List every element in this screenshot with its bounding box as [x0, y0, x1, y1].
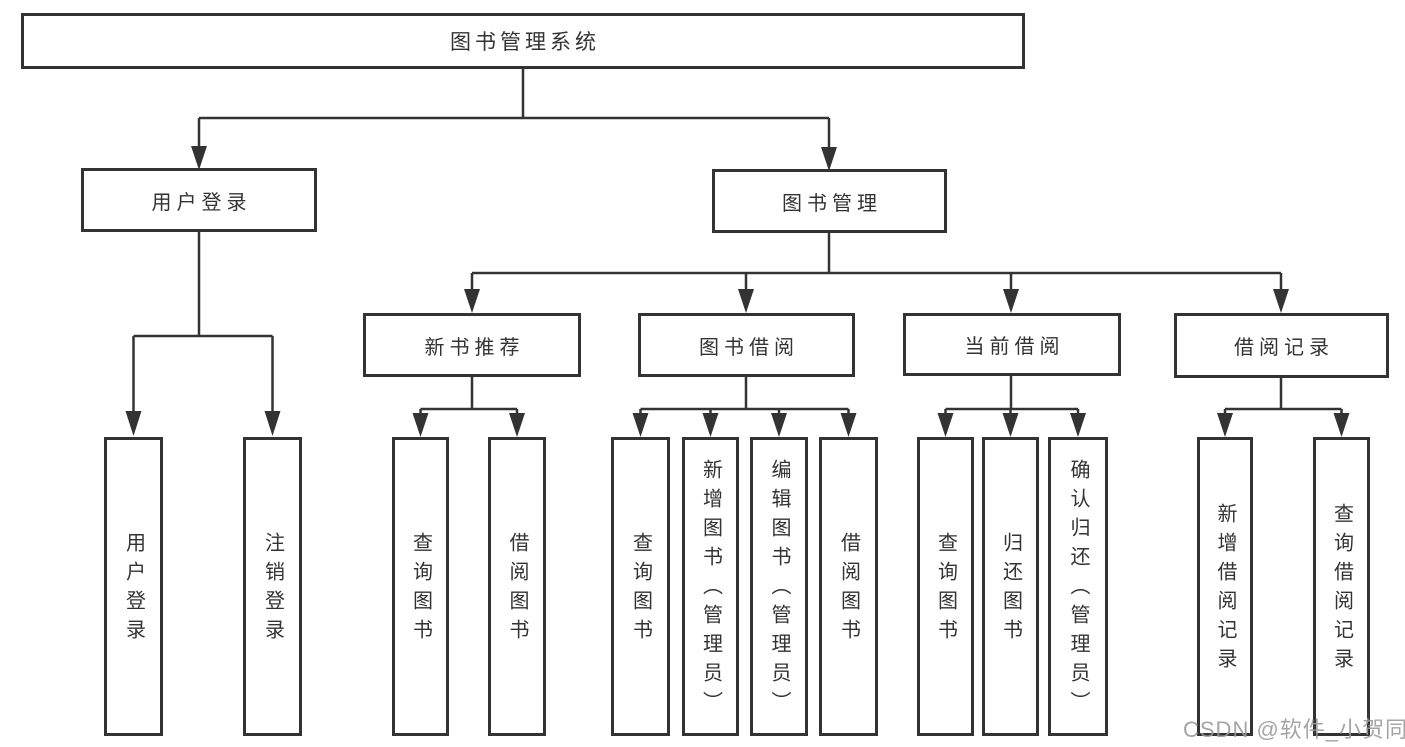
node-user-login: 用户登录: [81, 168, 317, 232]
leaf-query-books-recommend: 查询图书: [392, 437, 449, 736]
leaf-user-login: 用户登录: [104, 437, 163, 736]
leaf-return-books: 归还图书: [982, 437, 1039, 736]
node-new-book-recommend: 新书推荐: [363, 313, 581, 377]
watermark: CSDN @软件_小贺同学: [1183, 717, 1405, 742]
leaf-query-borrow-record: 查询借阅记录: [1313, 437, 1370, 736]
leaf-add-borrow-record: 新增借阅记录: [1197, 437, 1253, 736]
node-root-library-system: 图书管理系统: [21, 13, 1025, 69]
leaf-add-book-admin: 新增图书（管理员）: [682, 437, 739, 736]
leaf-confirm-return-admin: 确认归还（管理员）: [1048, 437, 1108, 736]
leaf-edit-book-admin: 编辑图书（管理员）: [750, 437, 808, 736]
leaf-logout: 注销登录: [243, 437, 302, 736]
arrow-down-icons: [125, 146, 1350, 437]
leaf-query-books-current: 查询图书: [917, 437, 974, 736]
node-borrow-records: 借阅记录: [1174, 313, 1389, 378]
node-book-borrow: 图书借阅: [638, 313, 855, 377]
leaf-query-books-borrow: 查询图书: [611, 437, 670, 736]
leaf-borrow-books: 借阅图书: [819, 437, 878, 736]
connector-lines: [132, 69, 1343, 414]
leaf-borrow-books-recommend: 借阅图书: [488, 437, 546, 736]
node-book-management: 图书管理: [712, 169, 947, 233]
node-current-borrow: 当前借阅: [903, 313, 1121, 376]
